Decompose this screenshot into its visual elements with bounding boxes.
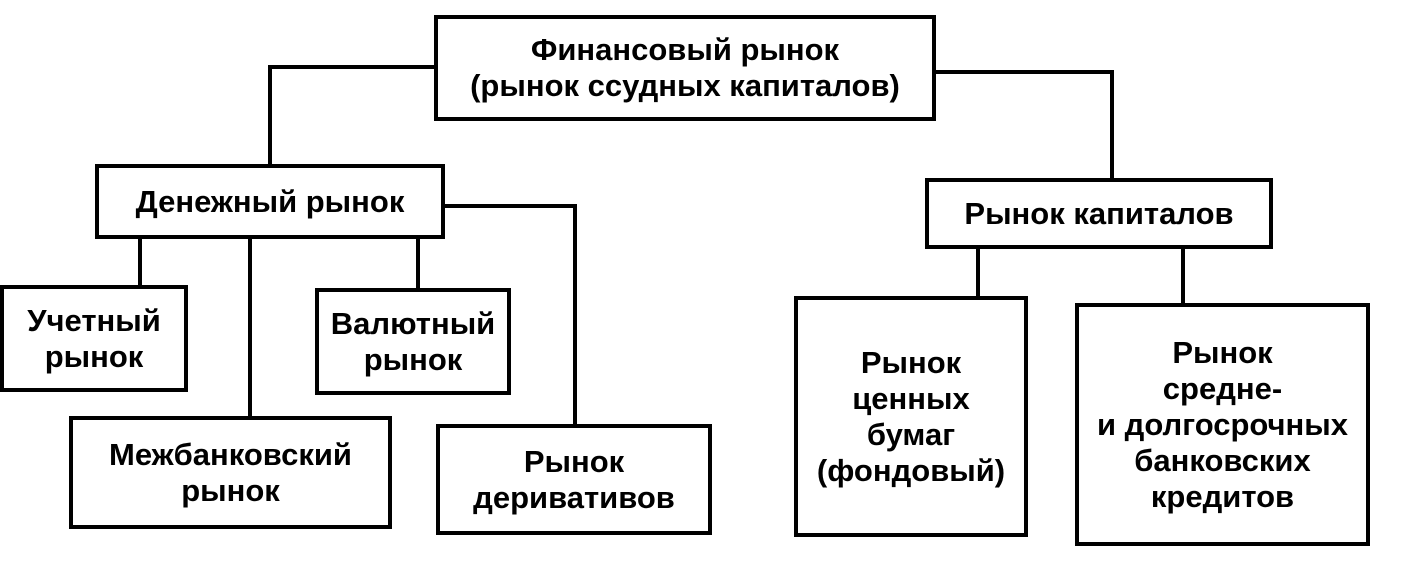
node-securities-market: Рынок ценных бумаг (фондовый) [794,296,1028,537]
connector-root-capital [934,70,1114,180]
node-currency-market-label: Валютный рынок [330,305,496,377]
node-interbank-market: Межбанковский рынок [69,416,392,529]
root-node-title: Финансовый рынок [530,32,840,67]
node-derivatives-market: Рынок деривативов [436,424,712,535]
connector-money-derivatives [444,204,577,426]
node-derivatives-market-label: Рынок деривативов [473,443,675,515]
node-money-market: Денежный рынок [95,164,445,239]
node-securities-market-label: Рынок ценных бумаг (фондовый) [816,344,1006,488]
root-node-financial-market: Финансовый рынок (рынок ссудных капитало… [434,15,936,121]
node-currency-market: Валютный рынок [315,288,511,395]
node-bank-credit-market-label: Рынок средне- и долгосрочных банковских … [1096,334,1348,514]
node-interbank-market-label: Межбанковский рынок [109,436,352,508]
node-capital-market-label: Рынок капиталов [964,195,1234,231]
node-money-market-label: Денежный рынок [135,183,405,219]
node-bank-credit-market: Рынок средне- и долгосрочных банковских … [1075,303,1370,546]
connector-root-money [268,65,436,166]
node-discount-market-label: Учетный рынок [27,302,161,374]
node-discount-market: Учетный рынок [0,285,188,392]
node-capital-market: Рынок капиталов [925,178,1273,249]
root-node-subtitle: (рынок ссудных капиталов) [470,68,900,103]
